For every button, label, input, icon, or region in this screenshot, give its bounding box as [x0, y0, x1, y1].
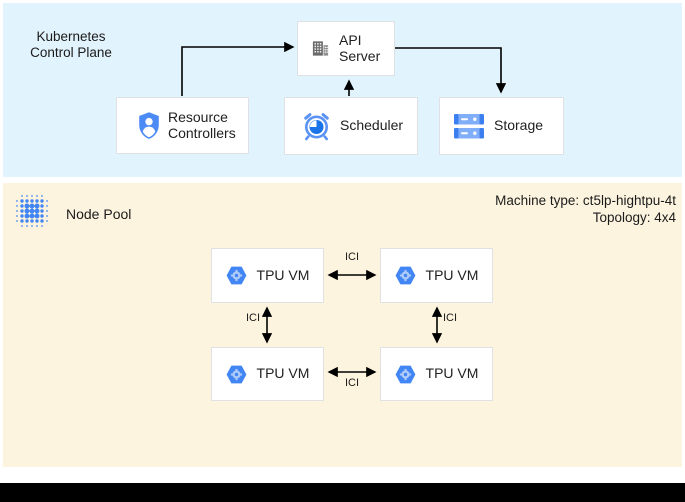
tpu-vm-node-4: TPU VM	[380, 347, 493, 401]
ici-label-top: ICI	[344, 251, 360, 263]
gke-hexagon-icon	[395, 365, 416, 384]
control-plane-title: Kubernetes Control Plane	[21, 29, 121, 61]
resource-controllers-node: Resource Controllers	[116, 97, 249, 154]
ici-label-right: ICI	[443, 312, 458, 324]
tpu-vm-label: TPU VM	[256, 266, 310, 283]
control-plane-title-line1: Kubernetes	[36, 29, 106, 44]
shield-user-icon	[137, 111, 161, 140]
ici-label-bottom: ICI	[344, 377, 360, 389]
topology-text: Topology: 4x4	[592, 210, 676, 225]
bottom-bar	[0, 483, 685, 502]
node-pool-title: Node Pool	[66, 205, 132, 222]
node-pool-header: Node Pool	[13, 192, 131, 235]
gke-hexagon-icon	[226, 266, 247, 285]
tpu-vm-label: TPU VM	[425, 365, 479, 382]
gke-hexagon-icon	[226, 365, 247, 384]
scheduler-node: Scheduler	[284, 97, 418, 155]
tpu-vm-label: TPU VM	[425, 266, 479, 283]
node-pool-section	[3, 183, 682, 467]
storage-node: Storage	[439, 97, 564, 155]
api-server-node: API Server	[297, 21, 395, 76]
server-stack-icon	[452, 111, 486, 142]
dot-cluster-icon	[13, 192, 51, 235]
machine-info: Machine type: ct5lp-hightpu-4t Topology:…	[495, 192, 676, 226]
api-server-label: API Server	[339, 32, 381, 64]
control-plane-title-line2: Control Plane	[30, 45, 112, 60]
resource-controllers-label: Resource Controllers	[168, 109, 236, 141]
gke-hexagon-icon	[395, 266, 416, 285]
machine-type-text: Machine type: ct5lp-hightpu-4t	[495, 193, 676, 208]
building-icon	[311, 39, 330, 58]
storage-label: Storage	[494, 117, 544, 134]
tpu-vm-node-1: TPU VM	[211, 248, 324, 303]
tpu-vm-node-2: TPU VM	[380, 248, 493, 303]
alarm-clock-icon	[301, 110, 332, 142]
tpu-vm-node-3: TPU VM	[211, 347, 324, 401]
ici-label-left: ICI	[245, 312, 260, 324]
scheduler-label: Scheduler	[340, 117, 404, 134]
tpu-vm-label: TPU VM	[256, 365, 310, 382]
